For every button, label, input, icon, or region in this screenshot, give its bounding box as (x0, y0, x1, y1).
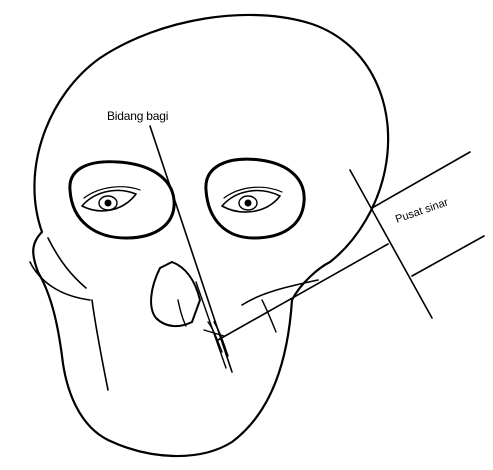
left-pupil (105, 200, 112, 207)
nasal-septum (178, 300, 186, 326)
left-maxilla-line (92, 300, 108, 390)
left-orbit (70, 162, 174, 238)
skull-outline (33, 15, 388, 456)
right-zygomatic-line (242, 280, 318, 305)
cone-left-edge (350, 170, 432, 318)
left-temporal-line (48, 238, 86, 288)
right-pupil (245, 200, 252, 207)
bisecting-plane-line (150, 126, 232, 372)
right-maxilla-line (262, 300, 276, 332)
left-zygomatic-line (30, 262, 90, 300)
cone-bottom-edge (412, 236, 484, 276)
tooth-axis-line (196, 282, 226, 368)
nasal-cavity (151, 262, 200, 326)
bisecting-plane-label: Bidang bagi (107, 110, 168, 122)
central-ray-line (218, 244, 388, 340)
